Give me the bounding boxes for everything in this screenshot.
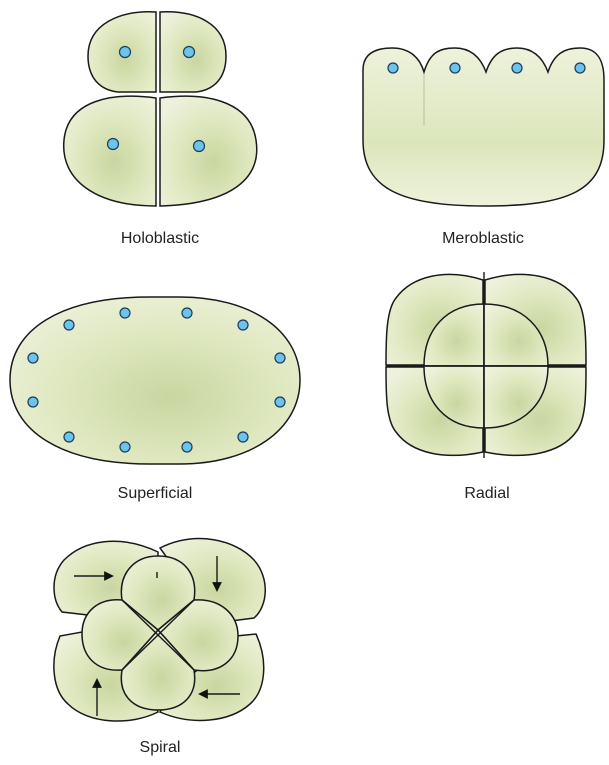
superficial-nucleus-5 [275,353,285,363]
holoblastic-nucleus-4 [194,141,205,152]
meroblastic-nucleus-4 [575,63,585,73]
meroblastic-yolk-mass [363,48,604,206]
meroblastic-nucleus-2 [450,63,460,73]
superficial-panel: Superficial [10,297,300,502]
superficial-egg [10,297,300,464]
superficial-nucleus-1 [64,320,74,330]
radial-label: Radial [464,485,509,502]
holoblastic-nucleus-3 [108,139,119,150]
holoblastic-bottom-right-cell [160,96,257,206]
superficial-label: Superficial [118,485,193,502]
meroblastic-label: Meroblastic [442,230,524,247]
superficial-nucleus-4 [238,320,248,330]
superficial-nucleus-11 [28,353,38,363]
spiral-label: Spiral [140,739,181,756]
holoblastic-nucleus-1 [120,47,131,58]
superficial-nucleus-2 [120,308,130,318]
meroblastic-panel: Meroblastic [363,48,604,247]
superficial-nucleus-7 [238,432,248,442]
meroblastic-nucleus-3 [512,63,522,73]
superficial-nucleus-12 [28,397,38,407]
holoblastic-panel: Holoblastic [64,12,257,247]
holoblastic-bottom-left-cell [64,96,156,206]
superficial-nucleus-10 [64,432,74,442]
superficial-nucleus-9 [120,442,130,452]
superficial-nucleus-6 [275,397,285,407]
superficial-nucleus-3 [182,308,192,318]
holoblastic-nucleus-2 [184,47,195,58]
radial-panel: Radial [386,272,586,502]
holoblastic-label: Holoblastic [121,230,199,247]
spiral-panel: Spiral [54,539,265,756]
meroblastic-nucleus-1 [388,63,398,73]
superficial-nucleus-8 [182,442,192,452]
